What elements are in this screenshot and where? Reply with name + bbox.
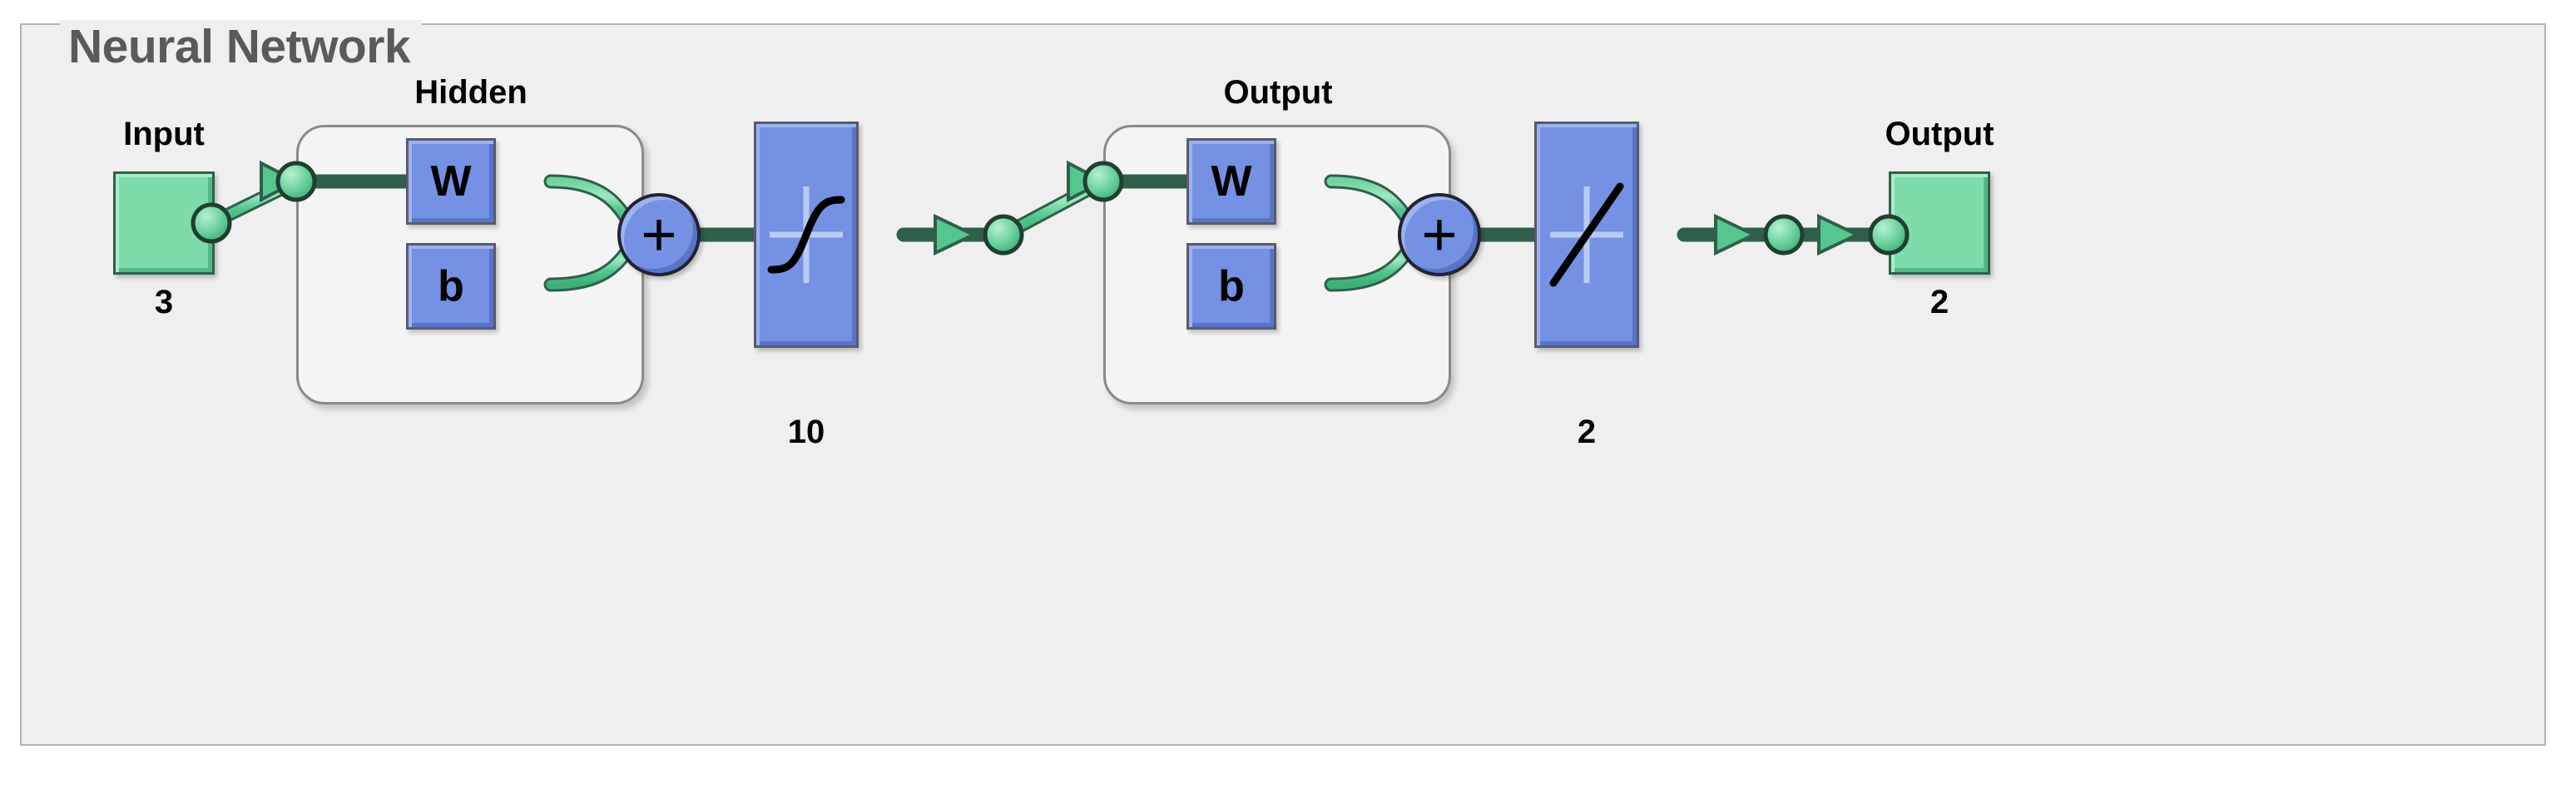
linear-icon bbox=[1549, 182, 1624, 287]
page-title: Neural Network bbox=[60, 20, 423, 73]
input-block-label: Input bbox=[123, 116, 205, 152]
port-output-layer-out[interactable] bbox=[1763, 214, 1805, 256]
hidden-sum-label: + bbox=[641, 200, 677, 270]
input-block-size: 3 bbox=[154, 284, 174, 320]
output-sum-label: + bbox=[1421, 200, 1458, 270]
output-layer-group[interactable] bbox=[1103, 125, 1451, 404]
output-transfer-function-block[interactable] bbox=[1534, 122, 1639, 348]
arrowhead-hidden-exit bbox=[934, 213, 978, 256]
arrowhead-input-to-hidden bbox=[260, 160, 300, 203]
sigmoid-icon bbox=[767, 186, 845, 283]
hidden-sum-node[interactable]: + bbox=[617, 193, 701, 276]
arrowhead-hidden-to-output-layer bbox=[1067, 160, 1107, 203]
arrowhead-into-output-block bbox=[1817, 213, 1861, 256]
output-weight-label: W bbox=[1211, 157, 1252, 206]
hidden-bias-block[interactable]: b bbox=[406, 243, 496, 330]
hidden-transfer-function-block[interactable] bbox=[754, 122, 859, 348]
output-bias-label: b bbox=[1218, 262, 1245, 310]
neural-network-panel: Neural Network bbox=[20, 20, 2548, 746]
diagram-canvas: W b + W b bbox=[22, 25, 2548, 744]
output-layer-size: 2 bbox=[1577, 414, 1597, 450]
port-hidden-layer-out[interactable] bbox=[983, 214, 1024, 256]
hidden-weight-label: W bbox=[430, 157, 472, 206]
hidden-bias-label: b bbox=[438, 262, 464, 310]
output-layer-label: Output bbox=[1223, 74, 1333, 111]
hidden-layer-label: Hidden bbox=[414, 74, 528, 111]
output-block[interactable] bbox=[1889, 171, 1990, 275]
output-sum-node[interactable]: + bbox=[1398, 193, 1481, 276]
hidden-weight-block[interactable]: W bbox=[406, 138, 496, 225]
output-weight-block[interactable]: W bbox=[1186, 138, 1276, 225]
input-block[interactable] bbox=[113, 171, 215, 275]
hidden-layer-size: 10 bbox=[787, 414, 825, 450]
output-block-size: 2 bbox=[1930, 284, 1949, 320]
arrowhead-output-layer-exit bbox=[1714, 213, 1758, 256]
wire-hidden-to-output-layer bbox=[996, 174, 1111, 242]
output-bias-block[interactable]: b bbox=[1186, 243, 1276, 330]
output-block-label: Output bbox=[1885, 116, 1994, 152]
wire-input-to-hidden bbox=[204, 174, 304, 231]
